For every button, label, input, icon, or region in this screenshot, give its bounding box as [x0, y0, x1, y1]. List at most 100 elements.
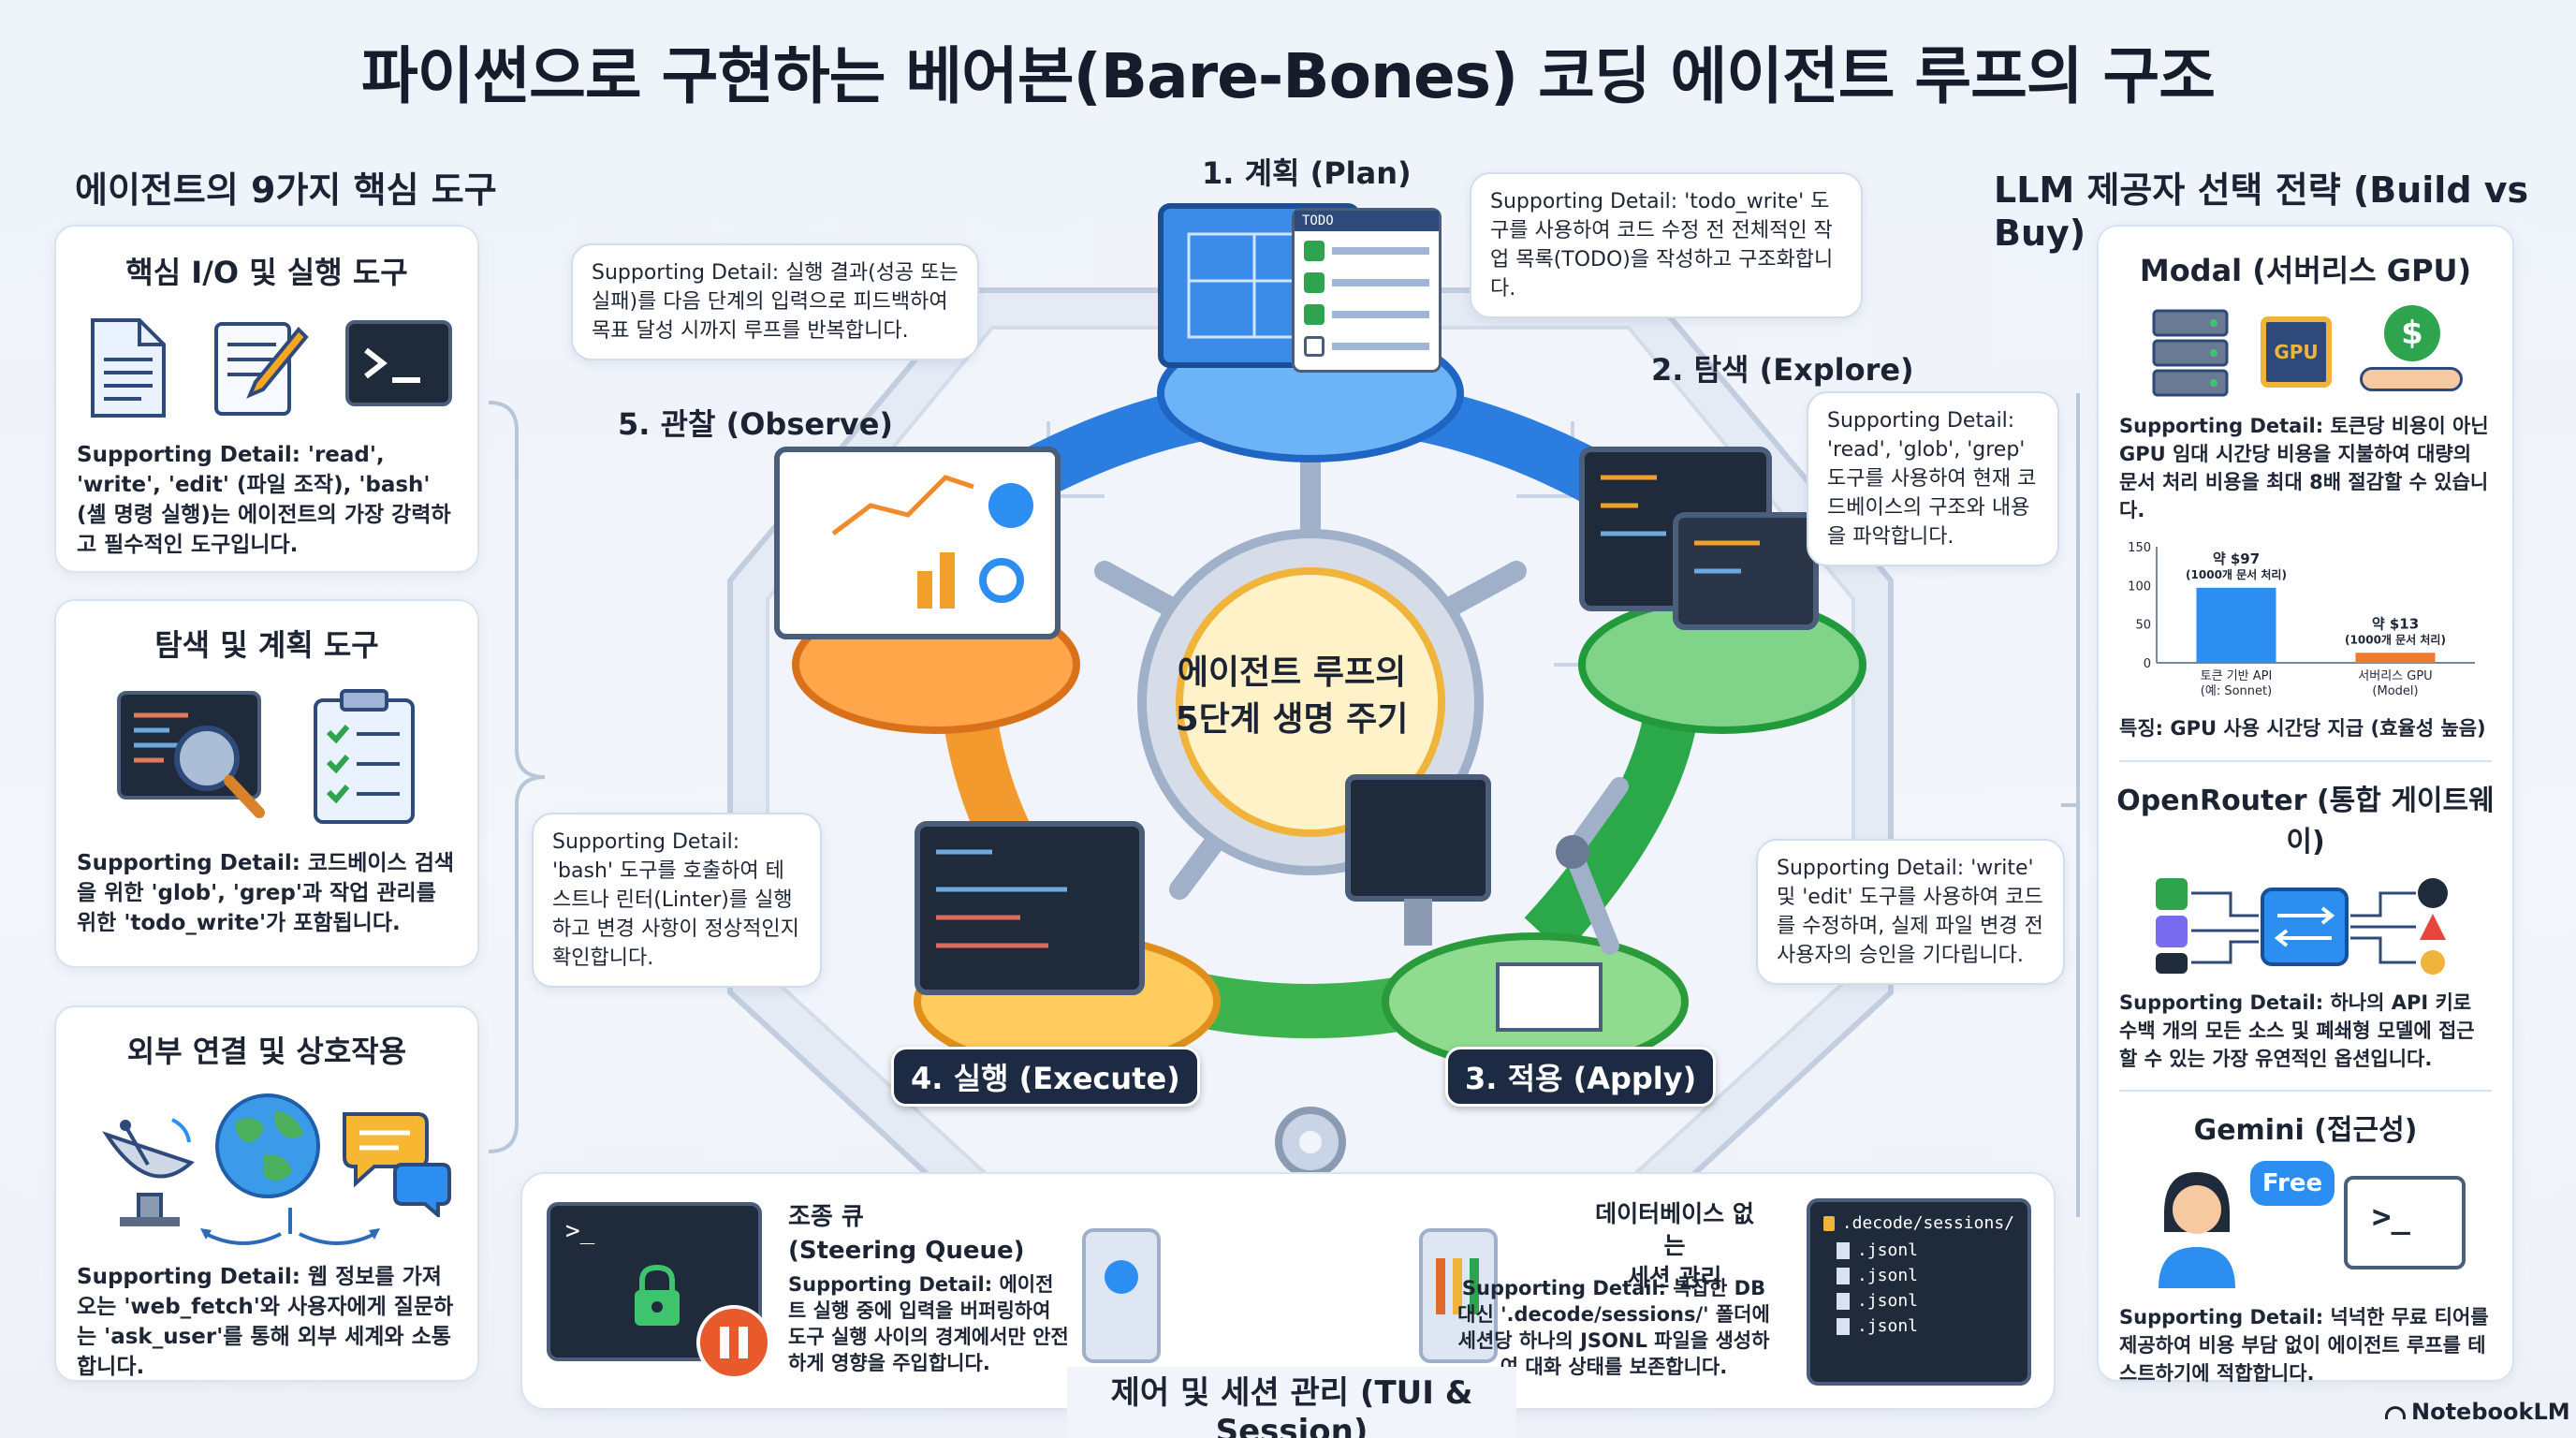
steering-detail: Supporting Detail: 에이전트 실행 중에 입력을 버퍼링하여 …	[788, 1273, 1069, 1374]
exchange-arrows-icon	[200, 1208, 380, 1245]
plan-todo-window: TODO	[1292, 208, 1442, 373]
explore-plan-card: 탐색 및 계획 도구 Supporting Detail: 코드베이스 검색을 …	[54, 599, 479, 968]
execute-bubble: Supporting Detail: 'bash' 도구를 호출하여 테스트나 …	[532, 813, 822, 988]
observe-bubble: Supporting Detail: 실행 결과(성공 또는 실패)를 다음 단…	[571, 243, 979, 360]
steering-title: 조종 큐 (Steering Queue)	[788, 1203, 1025, 1265]
bar	[2355, 653, 2436, 663]
person-icon	[2159, 1172, 2235, 1288]
plan-bubble: Supporting Detail: 'todo_write' 도구를 사용하여…	[1470, 172, 1863, 318]
money-hand-icon: $	[2360, 305, 2463, 399]
check-icon	[1304, 241, 1325, 261]
x-tick-label: (예: Sonnet)	[2201, 684, 2272, 698]
control-session-footer: 제어 및 세션 관리 (TUI & Session)	[1067, 1367, 1516, 1438]
model-icon-f	[2421, 950, 2445, 975]
pause-icon	[696, 1305, 771, 1380]
server-icon	[2152, 309, 2229, 397]
data-label: (1000개 문서 처리)	[2345, 632, 2446, 646]
lock-icon	[635, 1264, 680, 1326]
dollar-coin: $	[2384, 305, 2440, 361]
check-icon	[1304, 272, 1325, 293]
magnifier-code-icon	[117, 691, 265, 818]
stage-observe-label: 5. 관찰 (Observe)	[618, 406, 894, 442]
openrouter-title: OpenRouter (통합 게이트웨이)	[2116, 785, 2495, 858]
right-connector	[2061, 393, 2080, 1217]
gemini-detail: Supporting Detail: 넉넉한 무료 티어를 제공하여 비용 부담…	[2119, 1306, 2489, 1385]
core-io-detail: Supporting Detail: 'read', 'write', 'edi…	[77, 443, 451, 557]
stage-plan-label: 1. 계획 (Plan)	[1202, 155, 1412, 191]
explore-plan-title: 탐색 및 계획 도구	[154, 627, 379, 663]
openrouter-detail: Supporting Detail: 하나의 API 키로 수백 개의 모든 소…	[2119, 991, 2475, 1070]
terminal-icon	[345, 320, 452, 406]
right-heading: LLM 제공자 선택 전략 (Build vs Buy)	[1994, 169, 2529, 254]
x-tick-label: (Model)	[2372, 684, 2418, 698]
satellite-dish-icon	[102, 1118, 195, 1226]
model-icon-a	[2156, 878, 2188, 910]
chat-bubble-icon	[343, 1112, 451, 1217]
check-icon	[1304, 304, 1325, 325]
gpu-chip-icon: GPU	[2261, 316, 2332, 388]
session-file: .jsonl	[1857, 1266, 1919, 1285]
model-icon-e	[2420, 914, 2446, 940]
modal-chart-note: 특징: GPU 사용 시간당 지급 (효율성 높음)	[2119, 717, 2486, 740]
left-heading: 에이전트의 9가지 핵심 도구	[75, 169, 497, 211]
modal-detail: Supporting Detail: 토큰당 비용이 아닌 GPU 임대 시간당…	[2119, 415, 2489, 521]
stage-apply-label: 3. 적용 (Apply)	[1445, 1047, 1717, 1107]
modal-title: Modal (서버리스 GPU)	[2139, 253, 2472, 288]
plan-todo-tab: TODO	[1295, 211, 1439, 231]
brand-text: NotebookLM	[2411, 1399, 2570, 1425]
loop-platform	[727, 203, 1894, 1220]
y-tick-label: 50	[2135, 619, 2151, 633]
left-connector	[488, 401, 546, 1153]
model-icon-d	[2418, 878, 2448, 908]
file-icon	[1837, 1241, 1850, 1259]
data-label: 약 $97	[2213, 550, 2260, 567]
core-io-card: 핵심 I/O 및 실행 도구 Supporting Detail: 'read'…	[54, 225, 479, 573]
page-title: 파이썬으로 구현하는 베어본(Bare-Bones) 코딩 에이전트 루프의 구…	[361, 40, 2216, 112]
session-folder-path: .decode/sessions/	[1841, 1213, 2014, 1233]
empty-checkbox-icon	[1304, 336, 1325, 357]
checklist-icon	[314, 689, 415, 824]
session-title: 데이터베이스 없는 세션 관리	[1595, 1200, 1754, 1291]
brand-label: NotebookLM	[2385, 1399, 2570, 1425]
session-file: .jsonl	[1857, 1291, 1919, 1311]
external-card: 외부 연결 및 상호작용 Suppor	[54, 1005, 479, 1382]
session-file: .jsonl	[1857, 1316, 1919, 1336]
free-badge: Free	[2250, 1161, 2334, 1206]
session-detail: Supporting Detail: 복잡한 DB 대신 '.decode/se…	[1457, 1277, 1770, 1378]
y-tick-label: 100	[2128, 580, 2151, 594]
llm-provider-card: Modal (서버리스 GPU) GPU $ Supporting Detail…	[2097, 225, 2514, 1385]
explore-bubble: Supporting Detail: 'read', 'glob', 'grep…	[1807, 391, 2059, 566]
data-label: (1000개 문서 처리)	[2186, 567, 2287, 581]
model-icon-b	[2156, 916, 2188, 947]
session-file: .jsonl	[1857, 1240, 1919, 1260]
document-icon	[91, 318, 166, 418]
data-label: 약 $13	[2372, 615, 2419, 632]
folder-icon	[1823, 1215, 1835, 1231]
y-tick-label: 0	[2144, 657, 2151, 671]
model-icon-c	[2156, 953, 2188, 974]
session-folder-window: .decode/sessions/ .jsonl .jsonl .jsonl .…	[1807, 1198, 2031, 1386]
x-tick-label: 서버리스 GPU	[2358, 669, 2432, 683]
notebooklm-logo-icon	[2385, 1406, 2406, 1419]
gateway-routing-diagram	[2156, 878, 2448, 975]
x-tick-label: 토큰 기반 API	[2201, 669, 2273, 683]
stage-execute-label: 4. 실행 (Execute)	[891, 1047, 1200, 1107]
globe-icon	[215, 1093, 320, 1198]
loop-hub-label: 에이전트 루프의 5단계 생명 주기	[1175, 653, 1409, 739]
file-icon	[1837, 1317, 1850, 1335]
file-icon	[1837, 1267, 1850, 1284]
bar	[2196, 587, 2276, 663]
core-io-title: 핵심 I/O 및 실행 도구	[125, 255, 408, 290]
edit-pencil-icon	[214, 322, 309, 416]
gemini-terminal-icon: >_	[2344, 1176, 2466, 1269]
external-title: 외부 연결 및 상호작용	[126, 1034, 407, 1069]
platform-machinery	[1082, 1228, 1498, 1363]
external-detail: Supporting Detail: 웹 정보를 가져오는 'web_fetch…	[77, 1265, 454, 1379]
apply-bubble: Supporting Detail: 'write' 및 'edit' 도구를 …	[1756, 839, 2065, 985]
stage-explore-label: 2. 탐색 (Explore)	[1651, 352, 1914, 388]
y-tick-label: 150	[2128, 541, 2151, 555]
gemini-title: Gemini (접근성)	[2193, 1114, 2418, 1147]
router-hub-icon	[2261, 888, 2349, 966]
explore-plan-detail: Supporting Detail: 코드베이스 검색을 위한 'glob', …	[77, 851, 455, 935]
